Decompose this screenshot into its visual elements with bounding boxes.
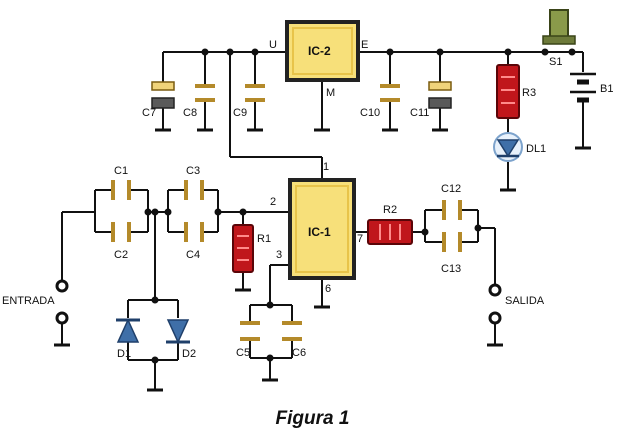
- input-terminals: [55, 279, 69, 325]
- entrada-label: ENTRADA: [2, 295, 55, 307]
- led-dl1: [493, 132, 523, 162]
- diode-d2: [166, 319, 190, 344]
- pin-u-label: U: [269, 39, 277, 51]
- resistor-r1: [232, 224, 254, 273]
- dl1-label: DL1: [526, 143, 546, 155]
- r3-label: R3: [522, 87, 536, 99]
- pin-1-label: 1: [323, 161, 329, 173]
- c11-label: C11: [410, 107, 429, 119]
- c7-label: C7: [142, 107, 156, 119]
- salida-label: SALIDA: [505, 295, 545, 307]
- c1-label: C1: [114, 165, 128, 177]
- d1-label: D1: [117, 348, 131, 360]
- ground-symbols: [54, 128, 591, 392]
- c6-label: C6: [292, 347, 306, 359]
- d2-label: D2: [182, 348, 196, 360]
- c5-label: C5: [236, 347, 250, 359]
- junction-dots: [144, 48, 512, 364]
- c8-label: C8: [183, 107, 197, 119]
- ic2-label: IC-2: [308, 44, 331, 58]
- pin-6-label: 6: [325, 283, 331, 295]
- c12-label: C12: [441, 183, 461, 195]
- pin-7-label: 7: [357, 233, 363, 245]
- c10-label: C10: [360, 107, 380, 119]
- output-terminals: [488, 283, 502, 325]
- c2-label: C2: [114, 249, 128, 261]
- r2-label: R2: [383, 204, 397, 216]
- c4-label: C4: [186, 249, 200, 261]
- electrolytic-capacitors: [151, 81, 452, 109]
- resistor-r2: [367, 219, 413, 245]
- c13-label: C13: [441, 263, 461, 275]
- ic2-chip: [285, 20, 360, 82]
- pin-2-label: 2: [270, 196, 276, 208]
- battery-b1: [570, 72, 596, 112]
- s1-label: S1: [549, 56, 562, 68]
- ceramic-capacitors: [111, 84, 462, 341]
- c3-label: C3: [186, 165, 200, 177]
- ic1-chip: [288, 178, 356, 280]
- figure-caption: Figura 1: [275, 408, 350, 429]
- pin-3-label: 3: [276, 249, 282, 261]
- pin-m-label: M: [326, 87, 335, 99]
- b1-label: B1: [600, 83, 613, 95]
- switch-s1: [541, 9, 576, 56]
- wires: [61, 51, 584, 390]
- pin-e-label: E: [361, 39, 368, 51]
- ic1-label: IC-1: [308, 225, 331, 239]
- c9-label: C9: [233, 107, 247, 119]
- diode-d1: [116, 318, 140, 343]
- resistor-r3: [496, 64, 520, 119]
- r1-label: R1: [257, 233, 271, 245]
- labels: IC-2 IC-1 U E M 1 2 3 6 7 C1 C2 C3 C4 C5…: [2, 39, 613, 360]
